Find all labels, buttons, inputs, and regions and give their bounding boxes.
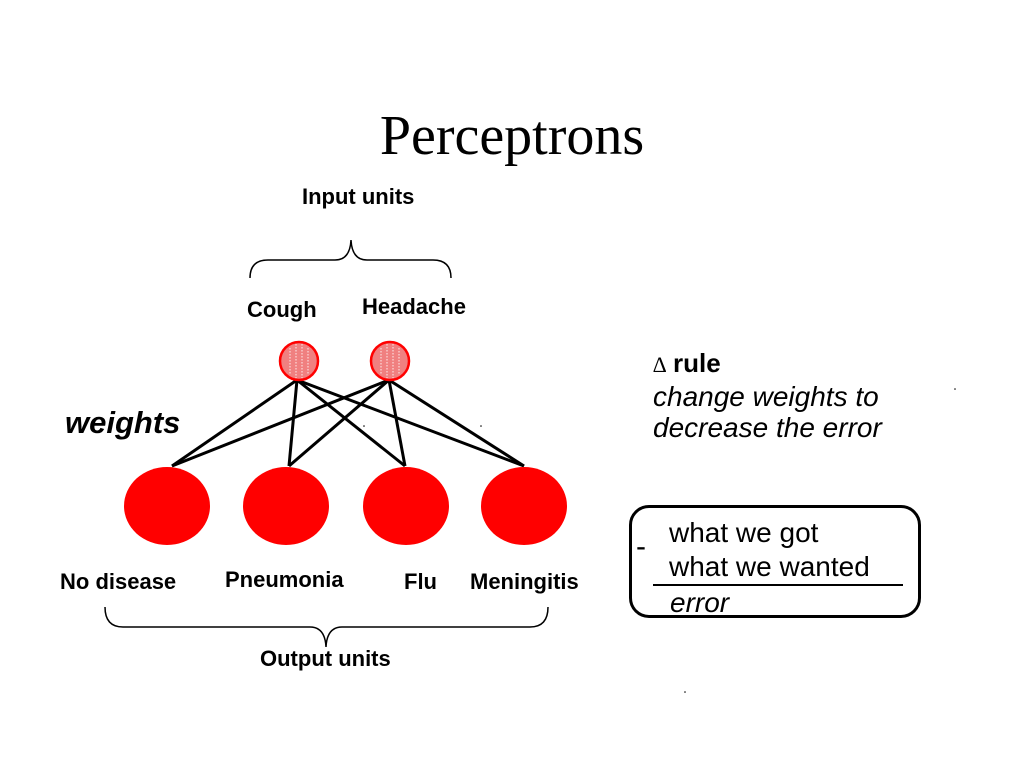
connection-cough-flu — [296, 378, 406, 468]
input-label-headache: Headache — [362, 294, 466, 319]
stray-dot — [954, 388, 956, 390]
connection-cough-pneumonia — [287, 379, 299, 467]
connection-headache-meningitis — [388, 378, 525, 468]
output-node-flu — [363, 467, 449, 545]
delta-symbol: ∆ — [653, 352, 667, 377]
minus-sign: - — [636, 530, 646, 563]
connection-cough-meningitis — [296, 378, 525, 468]
connection-cough-no-disease — [171, 378, 298, 468]
input-node-cough — [278, 340, 320, 382]
what-we-wanted-text: what we wanted — [669, 551, 870, 582]
connection-headache-no-disease — [171, 378, 390, 468]
output-node-meningitis — [481, 467, 567, 545]
stray-dot — [684, 691, 686, 693]
output-label-meningitis: Meningitis — [470, 569, 579, 594]
input-label-cough: Cough — [247, 297, 317, 322]
weights-label: weights — [65, 405, 181, 440]
output-label-flu: Flu — [404, 569, 437, 594]
input-units-label: Input units — [302, 184, 415, 209]
delta-rule-heading: ∆ rule — [653, 348, 721, 379]
rule-line-2: decrease the error — [653, 412, 882, 443]
input-brace — [249, 239, 452, 279]
stray-dot — [480, 425, 482, 427]
output-units-label: Output units — [260, 646, 391, 671]
page-title: Perceptrons — [379, 105, 645, 167]
output-label-pneumonia: Pneumonia — [225, 567, 344, 592]
error-text: error — [670, 587, 730, 618]
error-box — [629, 505, 921, 618]
output-node-pneumonia — [243, 467, 329, 545]
what-we-got-text: what we got — [669, 517, 819, 548]
weight-connections — [171, 378, 525, 468]
delta-rule-word: rule — [672, 348, 721, 378]
output-label-no-disease: No disease — [60, 569, 177, 594]
connection-headache-flu — [387, 379, 407, 467]
output-node-no-disease — [124, 467, 210, 545]
connection-headache-pneumonia — [288, 378, 390, 468]
stray-dot — [363, 425, 365, 427]
input-node-headache — [369, 340, 411, 382]
rule-line-1: change weights to — [653, 381, 879, 412]
output-brace — [104, 606, 549, 648]
